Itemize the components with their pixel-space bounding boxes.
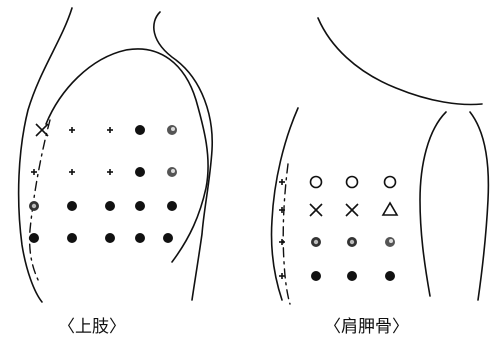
upper-limb-panel [19,8,213,302]
scapula-arm-outer-contour [470,112,488,300]
plus-symbol [69,127,75,133]
circle-symbol [385,177,396,188]
ring-dot-symbol [311,237,321,247]
dot-symbol [135,201,145,211]
plus-symbol [31,169,37,175]
scapula-symbols [279,177,397,282]
ring-dot-symbol [347,237,357,247]
triangle-symbol [383,203,397,215]
circle-symbol [347,177,358,188]
scapula-arm-contour [420,112,446,296]
dot-symbol [135,125,145,135]
scapula-shoulder-contour [318,18,482,104]
dot-symbol [135,167,145,177]
caption-scapula: 〈肩胛骨〉 [324,312,409,337]
circle-symbol [311,177,322,188]
plus-symbol [279,179,285,185]
upper-limb-symbols [29,124,177,243]
upper-limb-outer-contour [19,8,72,302]
dot-symbol [163,233,173,243]
dot-symbol [29,233,39,243]
cross-symbol [346,204,358,216]
plus-symbol [69,169,75,175]
dot-symbol [105,201,115,211]
dot-light-symbol [167,167,177,177]
scapula-panel [271,18,488,304]
dot-light-symbol [385,237,395,247]
plus-symbol [279,273,285,279]
cross-symbol [310,204,322,216]
upper-limb-arm-contour [46,49,208,262]
dot-symbol [311,271,321,281]
plus-symbol [107,169,113,175]
dot-symbol [67,201,77,211]
ring-dot-symbol [29,201,39,211]
plus-symbol [107,127,113,133]
caption-upper-limb: 〈上肢〉 [58,312,126,337]
dot-symbol [67,233,77,243]
dot-symbol [385,271,395,281]
cross-symbol [36,124,48,136]
dot-symbol [347,271,357,281]
dot-symbol [167,201,177,211]
dot-symbol [105,233,115,243]
dot-light-symbol [167,125,177,135]
plus-symbol [279,239,285,245]
scapula-dashed-line [283,164,290,304]
dot-symbol [135,233,145,243]
